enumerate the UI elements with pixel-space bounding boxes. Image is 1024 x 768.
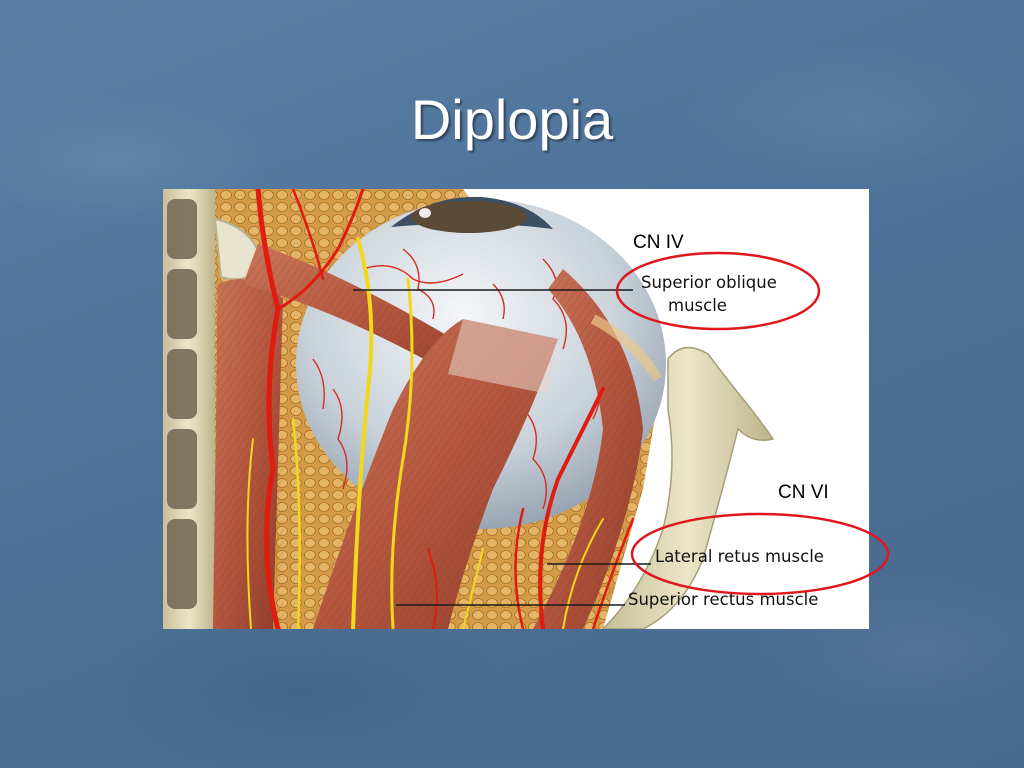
cn-iv-label: CN IV bbox=[633, 232, 684, 253]
nerves bbox=[246, 237, 604, 629]
ophthalmic-arteries bbox=[255, 189, 635, 629]
orbit-drawing bbox=[163, 189, 775, 629]
iris bbox=[411, 201, 527, 233]
cn-vi-label: CN VI bbox=[778, 482, 829, 503]
superior-oblique-label-line2: muscle bbox=[668, 296, 727, 315]
ethmoid-air-cells bbox=[167, 199, 197, 609]
eye-anatomy-illustration: Superior oblique muscle Lateral retus mu… bbox=[163, 189, 869, 629]
slide-title: Diplopia bbox=[410, 88, 614, 151]
superior-oblique-label-line1: Superior oblique bbox=[641, 273, 777, 292]
superior-oblique-highlight bbox=[615, 251, 821, 331]
lateral-rectus-highlight bbox=[630, 512, 890, 596]
leader-lines bbox=[353, 289, 651, 606]
lateral-rectus-label: Lateral retus muscle bbox=[655, 547, 824, 566]
superior-rectus-tendon bbox=[448, 319, 558, 394]
